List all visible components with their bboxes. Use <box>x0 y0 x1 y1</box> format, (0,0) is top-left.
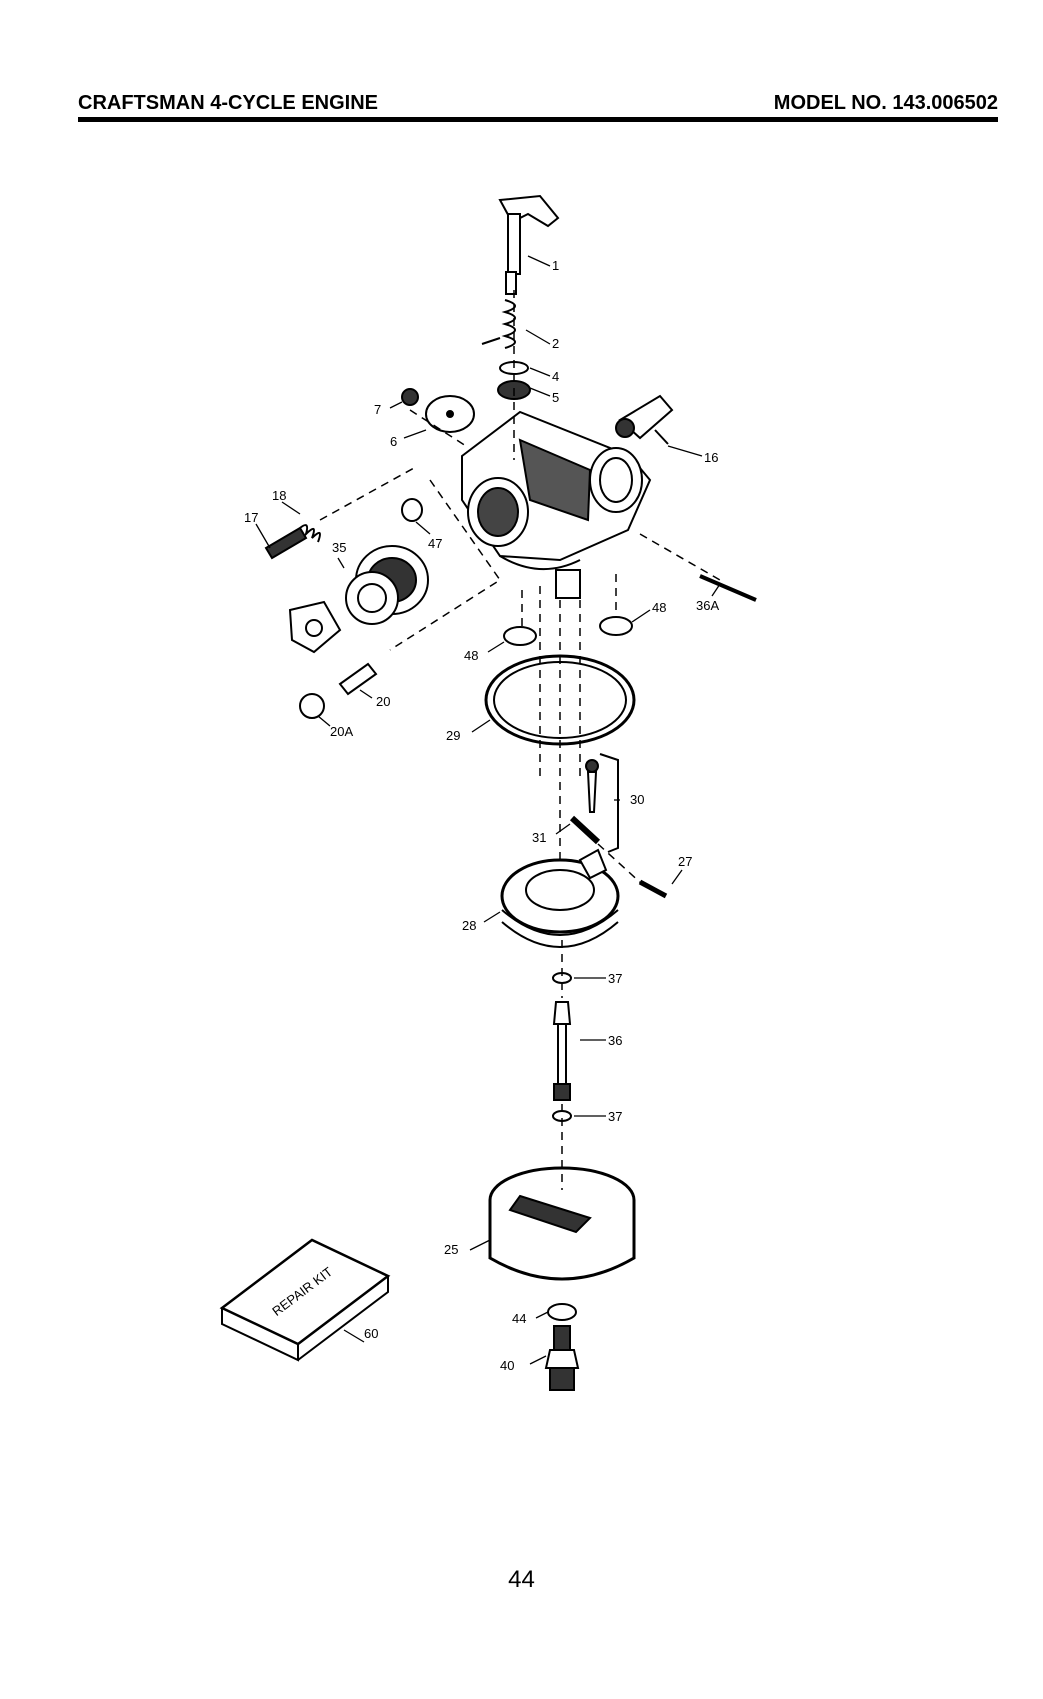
callout-30: 30 <box>630 792 644 807</box>
part-gasket-48-right <box>600 617 632 635</box>
callout-48-left: 48 <box>464 648 478 663</box>
part-spring <box>482 300 515 348</box>
callout-37-lower: 37 <box>608 1109 622 1124</box>
part-choke-assembly <box>290 546 428 652</box>
callout-1: 1 <box>552 258 559 273</box>
callout-28: 28 <box>462 918 476 933</box>
callout-29: 29 <box>446 728 460 743</box>
callout-5: 5 <box>552 390 559 405</box>
part-float-bowl <box>490 1168 634 1279</box>
callout-44: 44 <box>512 1311 526 1326</box>
part-carburetor-body <box>462 412 650 598</box>
callout-20: 20 <box>376 694 390 709</box>
part-clip <box>572 818 598 842</box>
callout-6: 6 <box>390 434 397 449</box>
callout-60: 60 <box>364 1326 378 1341</box>
callout-37-upper: 37 <box>608 971 622 986</box>
callout-36a: 36A <box>696 598 719 613</box>
part-gasket-48-left <box>504 627 536 645</box>
callout-36: 36 <box>608 1033 622 1048</box>
part-welch-plug <box>402 499 422 521</box>
callout-25: 25 <box>444 1242 458 1257</box>
callout-48-right: 48 <box>652 600 666 615</box>
part-cap <box>300 694 324 718</box>
callout-20a: 20A <box>330 724 353 739</box>
part-float-pin <box>640 882 666 896</box>
callout-4: 4 <box>552 369 559 384</box>
part-float <box>502 850 618 947</box>
part-screw <box>402 389 418 405</box>
callout-2: 2 <box>552 336 559 351</box>
part-throttle-shaft <box>500 196 558 294</box>
callout-7: 7 <box>374 402 381 417</box>
part-needle <box>340 664 376 694</box>
part-main-jet <box>554 1002 570 1100</box>
callout-31: 31 <box>532 830 546 845</box>
part-bowl-washer <box>548 1304 576 1320</box>
callout-18: 18 <box>272 488 286 503</box>
callout-27: 27 <box>678 854 692 869</box>
part-pin-36a <box>700 576 756 600</box>
callout-16: 16 <box>704 450 718 465</box>
part-bowl-bolt <box>546 1326 578 1390</box>
part-idle-screw <box>266 525 320 558</box>
callout-35: 35 <box>332 540 346 555</box>
part-fuel-fitting <box>616 396 672 444</box>
callout-47: 47 <box>428 536 442 551</box>
page-number: 44 <box>0 1566 1043 1594</box>
callout-17: 17 <box>244 510 258 525</box>
callout-40: 40 <box>500 1358 514 1373</box>
